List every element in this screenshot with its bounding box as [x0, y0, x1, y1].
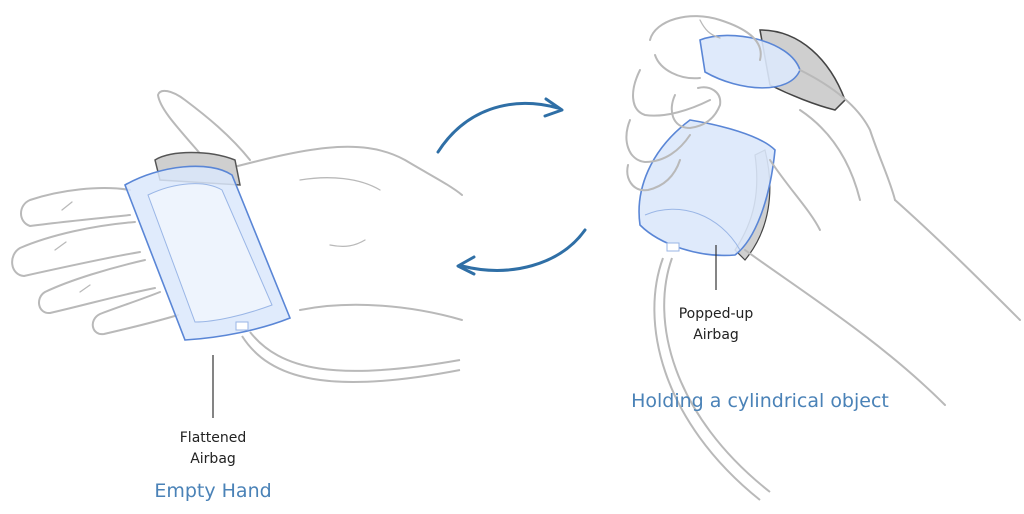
left-air-tube	[241, 331, 461, 384]
popped-up-airbag-label-line2: Airbag	[693, 327, 739, 343]
popped-up-airbag-label-line1: Popped-up	[678, 306, 754, 322]
flattened-airbag-label-line2: Airbag	[190, 451, 236, 467]
popped-up-airbag-label: Popped-up Airbag	[656, 304, 776, 346]
holding-cylinder-caption: Holding a cylindrical object	[631, 390, 889, 412]
empty-hand-caption: Empty Hand	[154, 480, 272, 502]
flattened-airbag-label-line1: Flattened	[179, 430, 247, 446]
transition-arrow-forward	[436, 97, 564, 154]
left-hand-illustration	[11, 89, 463, 336]
left-flattened-airbag	[124, 165, 292, 341]
right-hand-illustration	[625, 15, 1021, 406]
right-air-tube	[653, 257, 771, 501]
flattened-airbag-label: Flattened Airbag	[163, 428, 263, 470]
transition-arrow-back	[456, 228, 587, 276]
